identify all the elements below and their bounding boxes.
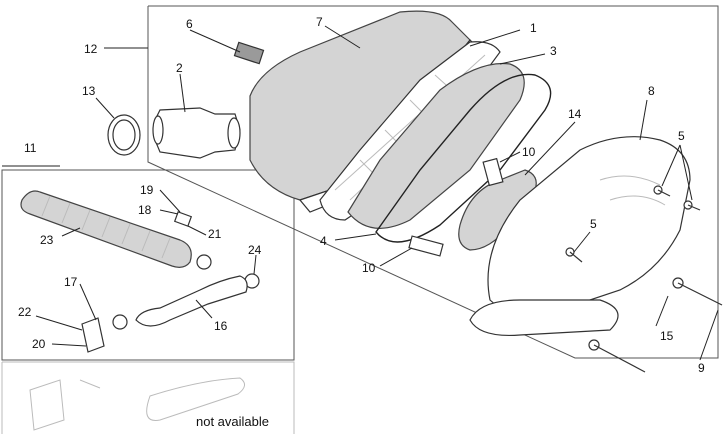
label-part-10-lower: 10	[362, 261, 376, 275]
housing-cover	[487, 136, 691, 314]
label-part-6: 6	[186, 17, 193, 31]
spring-clip	[233, 41, 265, 65]
label-part-19: 19	[140, 183, 154, 197]
mount-bracket	[81, 317, 105, 353]
label-part-7: 7	[316, 15, 323, 29]
pin-upper	[482, 157, 504, 187]
label-part-16: 16	[214, 319, 228, 333]
label-part-10-upper: 10	[522, 145, 536, 159]
label-part-8: 8	[648, 84, 655, 98]
not-available-frame	[1, 361, 295, 434]
gasket-ring	[375, 73, 552, 243]
label-part-21: 21	[208, 227, 222, 241]
kit-11-frame	[1, 169, 295, 361]
label-part-17: 17	[64, 275, 78, 289]
label-part-18: 18	[138, 203, 152, 217]
label-part-15: 15	[660, 329, 674, 343]
label-part-9: 9	[698, 361, 705, 375]
bolts-9-15	[588, 277, 723, 373]
clip-24-a	[196, 254, 212, 270]
label-part-14: 14	[568, 107, 582, 121]
bracket-21	[173, 211, 193, 227]
label-part-22: 22	[18, 305, 32, 319]
label-part-13: 13	[82, 84, 96, 98]
label-part-5-mid: 5	[590, 217, 597, 231]
label-part-3: 3	[550, 44, 557, 58]
not-available-note: not available	[196, 414, 269, 429]
label-part-23: 23	[40, 233, 54, 247]
unavailable-parts-sketch	[29, 377, 245, 431]
corrugated-hose	[20, 190, 192, 268]
label-part-1: 1	[530, 21, 537, 35]
main-group-frame	[147, 5, 719, 359]
label-part-2: 2	[176, 61, 183, 75]
bent-pipe	[135, 275, 248, 327]
label-part-12: 12	[84, 42, 98, 56]
label-part-5-top: 5	[678, 129, 685, 143]
label-part-4: 4	[320, 234, 327, 248]
label-part-24: 24	[248, 243, 262, 257]
pin-lower	[408, 235, 444, 257]
label-part-11: 11	[24, 141, 37, 155]
leader-lines	[35, 25, 719, 361]
label-part-20: 20	[32, 337, 46, 351]
pipe-fitting	[154, 107, 241, 159]
screws-5	[565, 185, 701, 263]
air-filter-housing	[249, 10, 471, 201]
